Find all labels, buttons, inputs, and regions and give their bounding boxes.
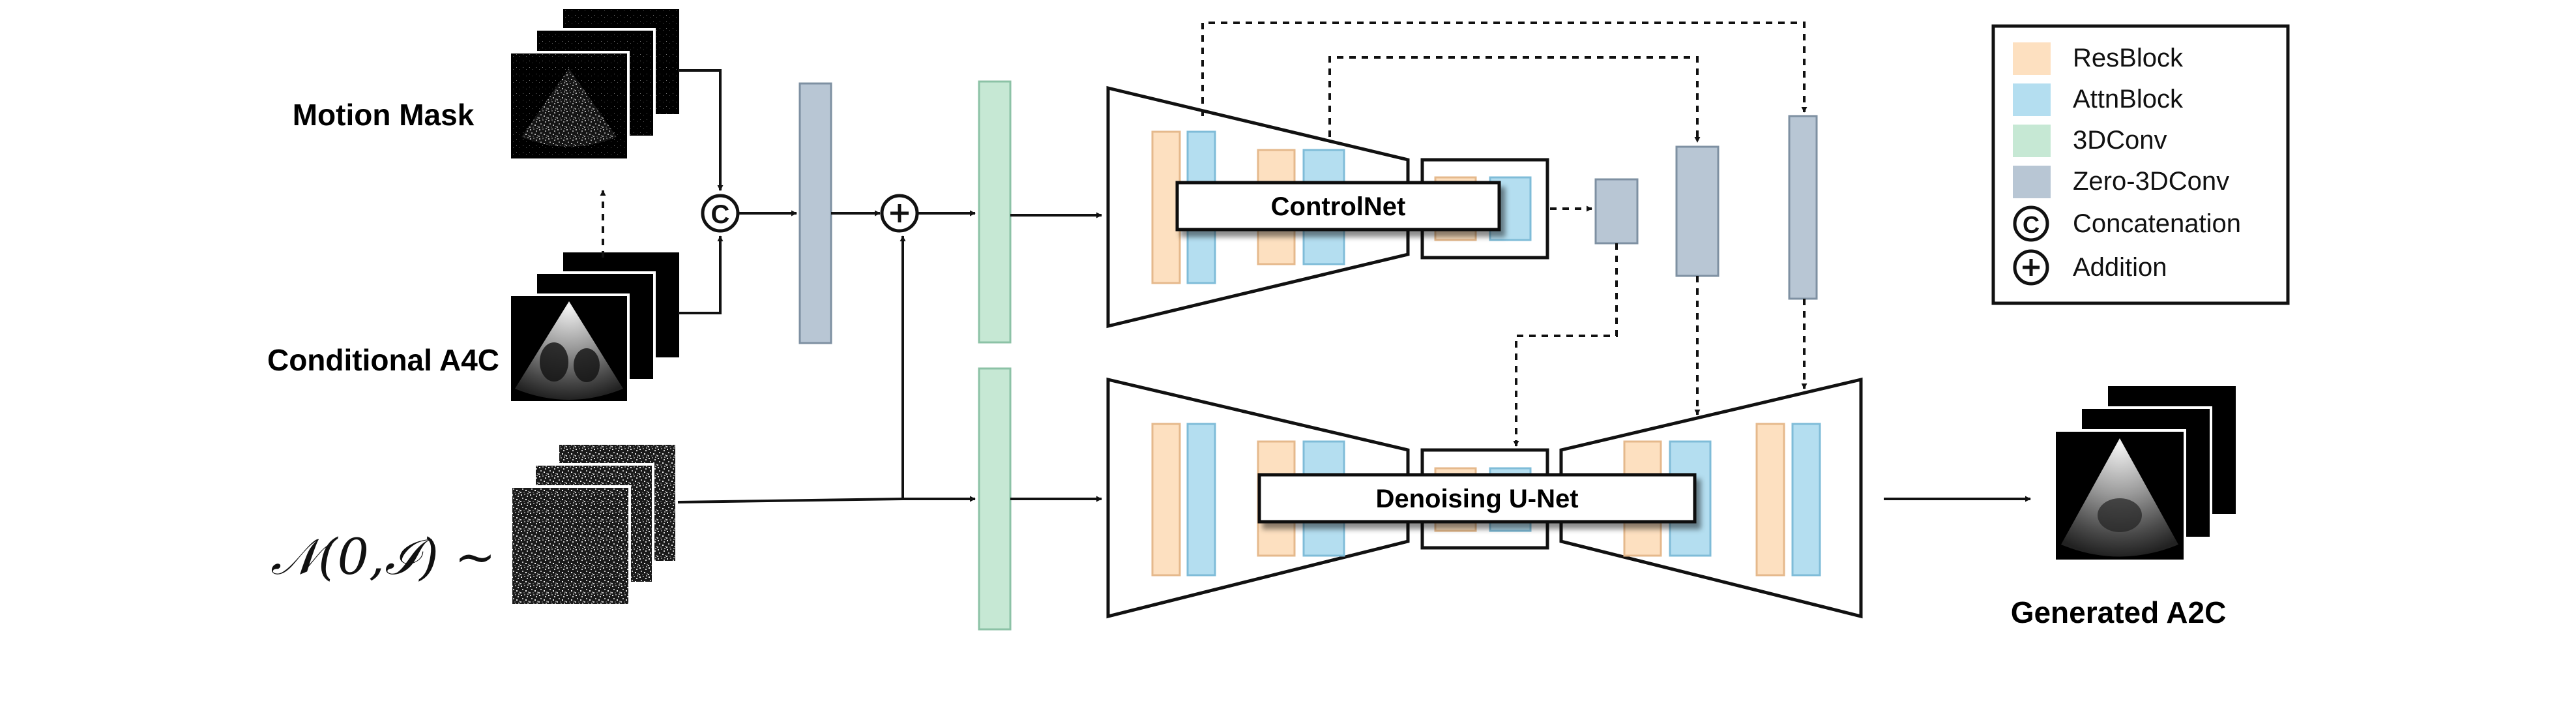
legend-item-3dconv: 3DConv [2013, 125, 2167, 157]
generated-a2c-label: Generated A2C [2011, 595, 2227, 629]
motion-mask-stack [508, 7, 682, 161]
controlnet-label: ControlNet [1271, 192, 1406, 221]
controlnet-input-3dconv-block [978, 80, 1012, 344]
legend-resblock-label: ResBlock [2073, 44, 2184, 72]
legend-item-concatenation: C Concatenation [2013, 205, 2241, 242]
concatenation-operator: C [701, 194, 740, 233]
conditional-a4c-stack [508, 250, 682, 404]
skip1-zero-3dconv-block [1675, 145, 1720, 277]
input-connections [600, 69, 724, 314]
unet-label-box: Denoising U-Net [1257, 473, 1697, 524]
noise-distribution-label: 𝒩(0,ℐ) ~ [271, 528, 496, 586]
conditional-a4c-label: Conditional A4C [267, 343, 499, 377]
skip2-zero-3dconv-block [1788, 115, 1818, 300]
legend-item-attnblock: AttnBlock [2013, 83, 2184, 116]
legend-concat-symbol: C [2023, 211, 2040, 238]
conv-to-networks-arrows [1010, 212, 1102, 502]
controlnet-residual-connections [1201, 22, 1808, 447]
concat-symbol: C [711, 200, 730, 229]
addition-operator [880, 194, 919, 233]
legend-attnblock-label: AttnBlock [2073, 85, 2184, 113]
middle-zero-3dconv-block [1594, 178, 1639, 245]
legend-item-addition: Addition [2013, 249, 2167, 286]
denoising-unet-label: Denoising U-Net [1375, 485, 1578, 513]
controlnet-label-box: ControlNet [1175, 181, 1501, 232]
noise-stack [510, 442, 678, 607]
legend-3dconv-label: 3DConv [2073, 126, 2167, 155]
legend-item-zero-3dconv: Zero-3DConv [2013, 166, 2229, 198]
legend-zero-3dconv-label: Zero-3DConv [2073, 167, 2229, 196]
motion-mask-label: Motion Mask [293, 98, 475, 132]
noise-connections [677, 235, 976, 503]
legend-item-resblock: ResBlock [2013, 42, 2184, 75]
unet-input-3dconv-block [978, 367, 1012, 631]
generated-a2c-stack [2053, 383, 2238, 562]
legend: ResBlock AttnBlock 3DConv Zero-3DConv C … [1991, 24, 2290, 305]
input-zero-3dconv-block [798, 82, 832, 344]
legend-concatenation-label: Concatenation [2073, 209, 2241, 238]
legend-addition-label: Addition [2073, 253, 2167, 282]
